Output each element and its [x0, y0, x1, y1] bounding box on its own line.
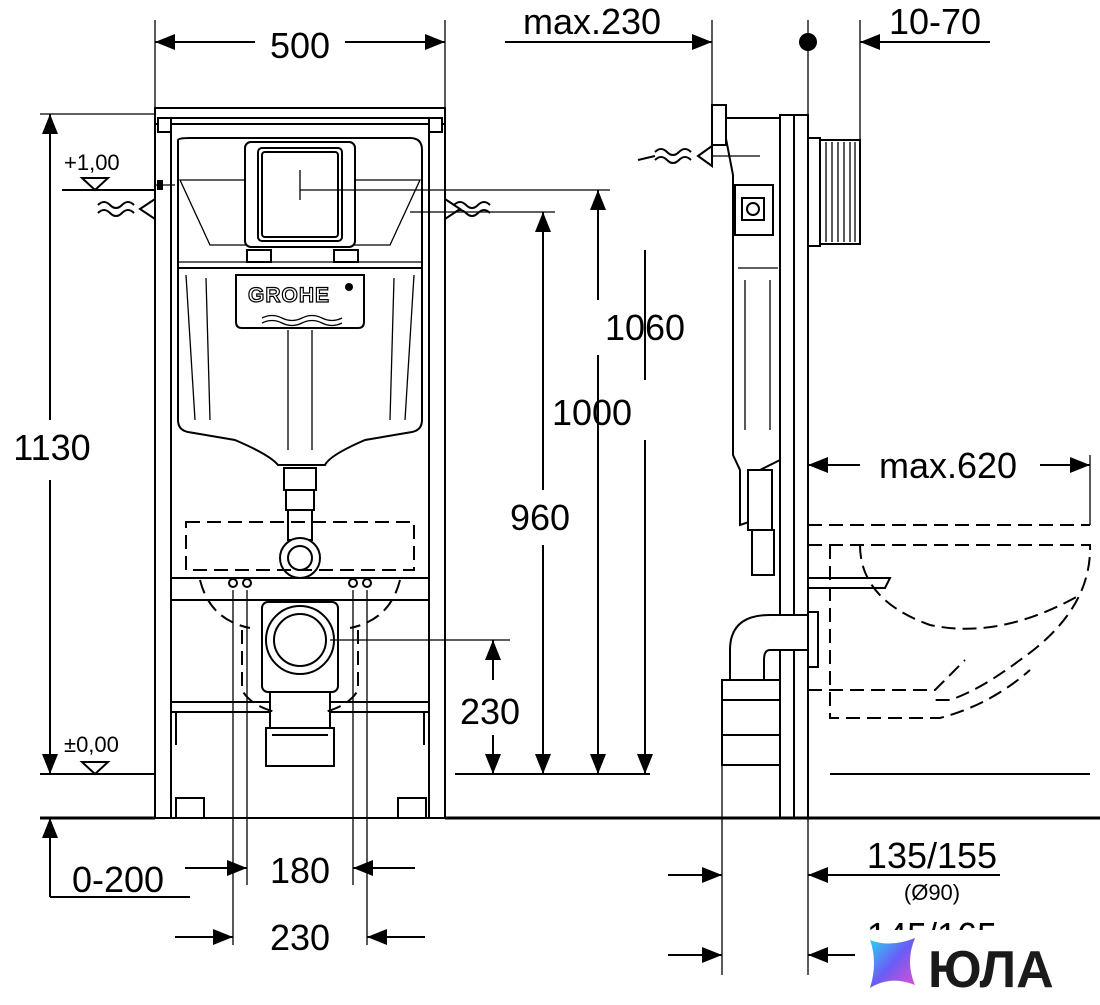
dimension-lines-front	[40, 20, 653, 945]
side-frame	[637, 104, 892, 819]
dim-range-0-200: 0-200	[72, 859, 164, 900]
center-lines	[232, 170, 610, 945]
level-markers: +1,00 ±0,00	[62, 150, 155, 776]
dim-height-230: 230	[460, 691, 520, 732]
dim-range-10-70: 10-70	[889, 1, 981, 42]
wc-outline-front	[185, 521, 415, 713]
dim-width-230: 230	[270, 917, 330, 958]
dim-height-1000: 1000	[552, 392, 632, 433]
dimension-lines-side	[505, 20, 1091, 975]
level-plus-one-label: +1,00	[64, 150, 120, 175]
dim-max-620: max.620	[879, 445, 1017, 486]
dim-height-1130: 1130	[13, 427, 90, 468]
dim-width-500: 500	[270, 25, 330, 66]
dim-height-960: 960	[510, 497, 570, 538]
flush-pipe-front	[228, 467, 372, 767]
watermark-logo-icon	[870, 938, 915, 988]
dim-height-1060: 1060	[605, 307, 685, 348]
floor-lines	[40, 773, 1100, 820]
dim-pipe-135-155: 135/155	[867, 835, 997, 876]
dim-pipe-diameter: (Ø90)	[904, 880, 960, 905]
dim-width-180: 180	[270, 850, 330, 891]
wc-outline-side	[808, 524, 1092, 719]
dim-max-230: max.230	[523, 1, 661, 42]
level-zero-label: ±0,00	[64, 732, 119, 757]
watermark: ЮЛА	[855, 930, 1100, 1000]
watermark-text: ЮЛА	[928, 941, 1054, 999]
brand-logo-text: GROHE	[248, 284, 330, 307]
water-inlets-front	[97, 180, 491, 221]
